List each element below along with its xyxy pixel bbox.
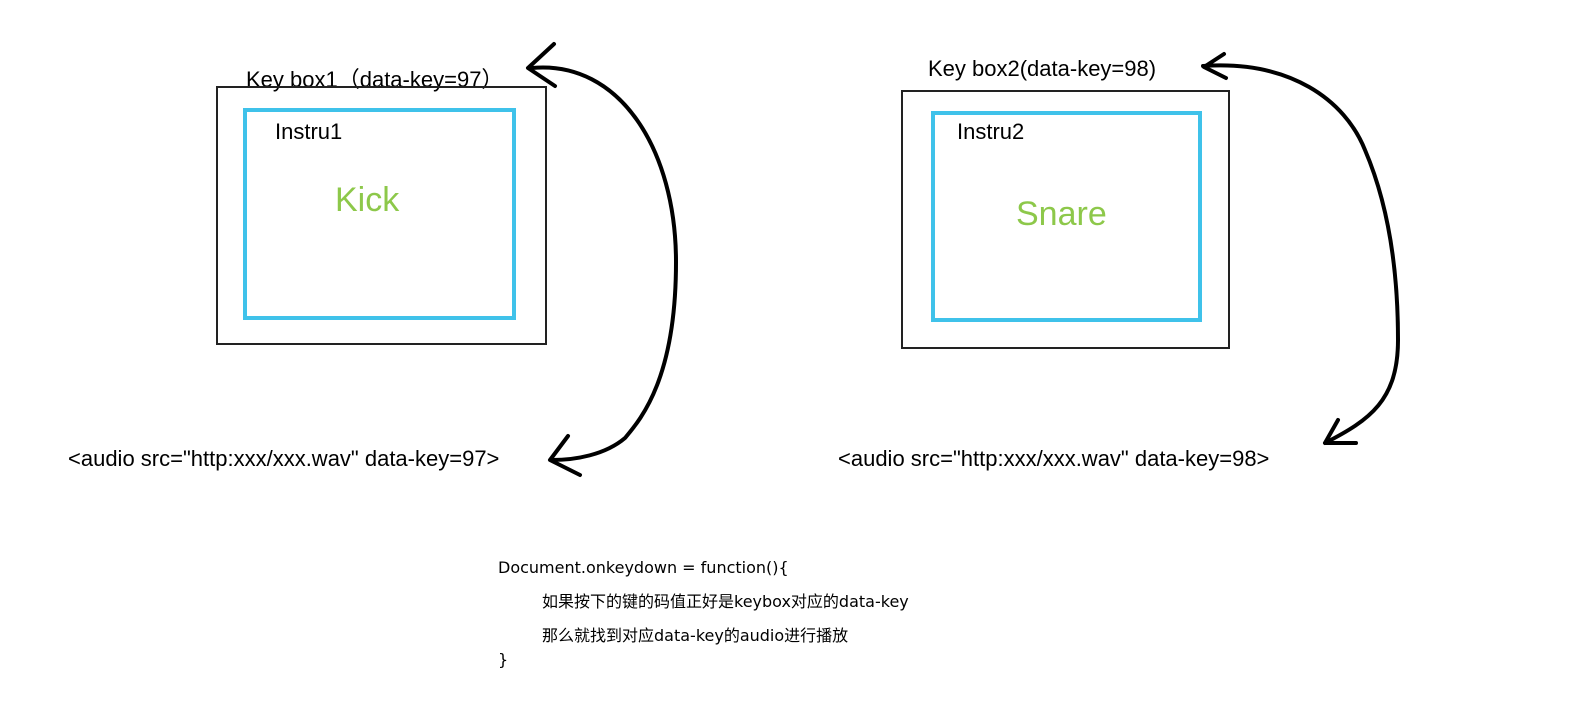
arrow-1-head-top — [526, 42, 557, 88]
keybox2-audio-tag: <audio src="http:xxx/xxx.wav" data-key=9… — [838, 446, 1270, 471]
keybox1-instrument-name: Kick — [335, 181, 400, 219]
code-line-close-brace: } — [498, 650, 509, 669]
arrow-2-head-bottom — [1323, 418, 1358, 445]
keybox2-instru-label: Instru2 — [957, 119, 1025, 144]
arrow-1-curve — [530, 65, 678, 462]
keybox2-instrument-name: Snare — [1016, 195, 1107, 233]
keybox1-audio-tag: <audio src="http:xxx/xxx.wav" data-key=9… — [68, 446, 500, 471]
arrow-2-head-top — [1202, 52, 1228, 80]
keybox1-outer-box — [216, 86, 547, 345]
keybox2-outer-box — [901, 90, 1230, 349]
arrow-1-head-bottom — [548, 434, 582, 477]
keybox2-title: Key box2(data-key=98) — [928, 56, 1157, 81]
code-line-condition: 如果按下的键的码值正好是keybox对应的data-key — [542, 592, 909, 611]
keybox1-inner-box — [243, 108, 516, 320]
code-line-action: 那么就找到对应data-key的audio进行播放 — [542, 626, 849, 645]
code-line-function: Document.onkeydown = function(){ — [498, 558, 789, 577]
keybox2-inner-box — [931, 111, 1202, 322]
keybox1-instru-label: Instru1 — [275, 119, 343, 144]
arrow-2-curve — [1201, 63, 1400, 445]
